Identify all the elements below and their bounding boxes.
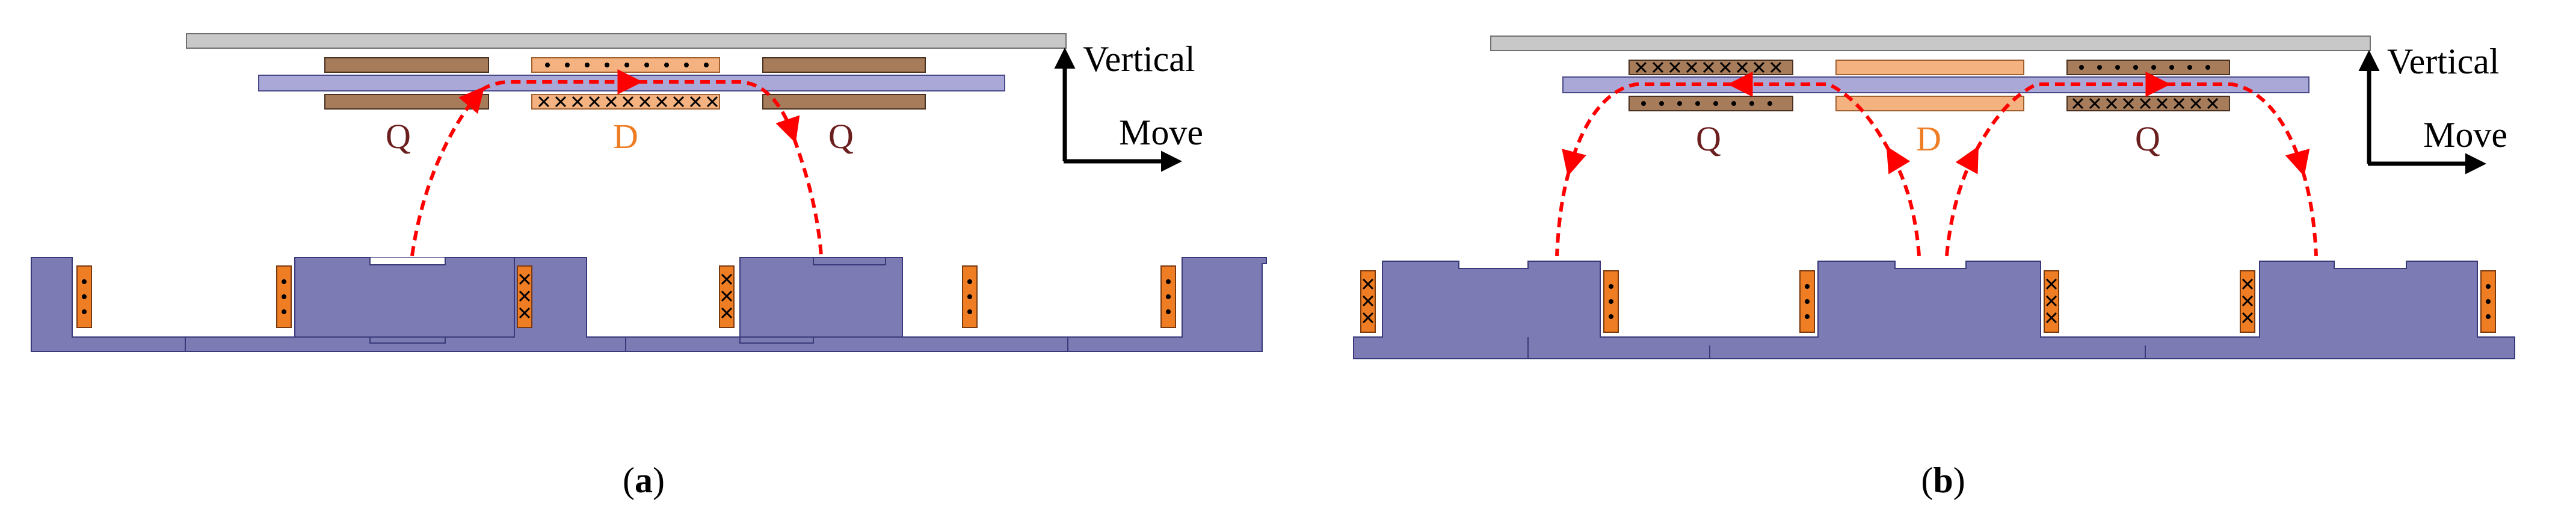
axis-move-label: Move <box>2423 115 2507 155</box>
stator-winding-dot <box>76 265 92 328</box>
axis-indicator: Vertical Move <box>2358 42 2507 175</box>
panel-b: Q D Q Vertical Move <box>1353 36 2515 500</box>
panel-a: Q D Q Vertical Move <box>31 33 1267 500</box>
coil-q-left-bottom <box>1628 96 1793 111</box>
mover-bar <box>258 75 1005 91</box>
stator-winding-cross <box>2240 270 2255 333</box>
stator-core <box>1353 261 2515 359</box>
coil-q-right-bottom <box>762 94 926 110</box>
flux-path <box>1886 146 1921 256</box>
coil-q-left-bottom <box>324 94 489 110</box>
label-q-right: Q <box>2135 119 2160 158</box>
flux-path <box>480 69 643 94</box>
stator-winding-dot <box>276 265 292 328</box>
rail <box>1490 36 2371 51</box>
stator-teeth <box>294 257 515 338</box>
stator-winding-dot <box>2480 270 2496 333</box>
flux-path <box>1727 72 1891 152</box>
flux-path <box>2166 82 2310 177</box>
coil-q-right-top <box>2066 60 2230 75</box>
stator-winding-dot <box>1603 270 1619 333</box>
coil-d-bottom <box>531 94 720 110</box>
flux-path <box>1562 82 1733 177</box>
stator-teeth-2 <box>739 257 903 338</box>
stator-winding-dot <box>1160 265 1176 328</box>
coil-d-top <box>1835 60 2024 75</box>
flux-path <box>410 86 485 256</box>
coil-q-right-bottom <box>2066 96 2230 111</box>
stator-winding-cross <box>1360 270 1376 333</box>
cross-row-q-left-top <box>1635 61 1782 73</box>
stator-winding-dot <box>962 265 978 328</box>
stator-slot <box>370 258 445 265</box>
coil-q-left-top <box>1628 60 1793 75</box>
rail <box>186 33 1067 49</box>
flux-path <box>1974 72 2171 152</box>
flux-path <box>792 137 823 256</box>
axis-move-label: Move <box>1119 113 1203 152</box>
axis-vertical-label: Vertical <box>1083 39 1195 79</box>
coil-d-bottom <box>1835 96 2024 111</box>
flux-path <box>1555 171 1571 256</box>
stator-winding-cross <box>2044 270 2059 333</box>
dot-row-d-top <box>545 63 709 67</box>
dot-row-q-right-top <box>2079 65 2210 70</box>
label-d: D <box>613 117 638 156</box>
label-q-left: Q <box>386 117 411 156</box>
axis-indicator: Vertical Move <box>1054 39 1203 172</box>
label-d: D <box>1916 119 1941 158</box>
stator-winding-dot <box>1799 270 1815 333</box>
flux-path <box>2301 171 2318 256</box>
label-q-left: Q <box>1696 119 1721 158</box>
stator-winding-cross <box>719 265 735 328</box>
caption-a: (a) <box>623 460 665 500</box>
flux-path <box>1945 146 1979 256</box>
dot-row-q-left-bottom <box>1641 101 1772 106</box>
axis-vertical-label: Vertical <box>2387 42 2500 81</box>
cross-row-q-right-bottom <box>2072 97 2219 110</box>
label-q-right: Q <box>828 117 854 156</box>
caption-b: (b) <box>1921 460 1965 500</box>
stator-winding-cross <box>517 265 532 328</box>
cross-row-d-bottom <box>538 96 718 108</box>
coil-q-left-top <box>324 57 489 73</box>
coil-q-right-top <box>762 57 926 73</box>
stator-core <box>31 257 1267 352</box>
